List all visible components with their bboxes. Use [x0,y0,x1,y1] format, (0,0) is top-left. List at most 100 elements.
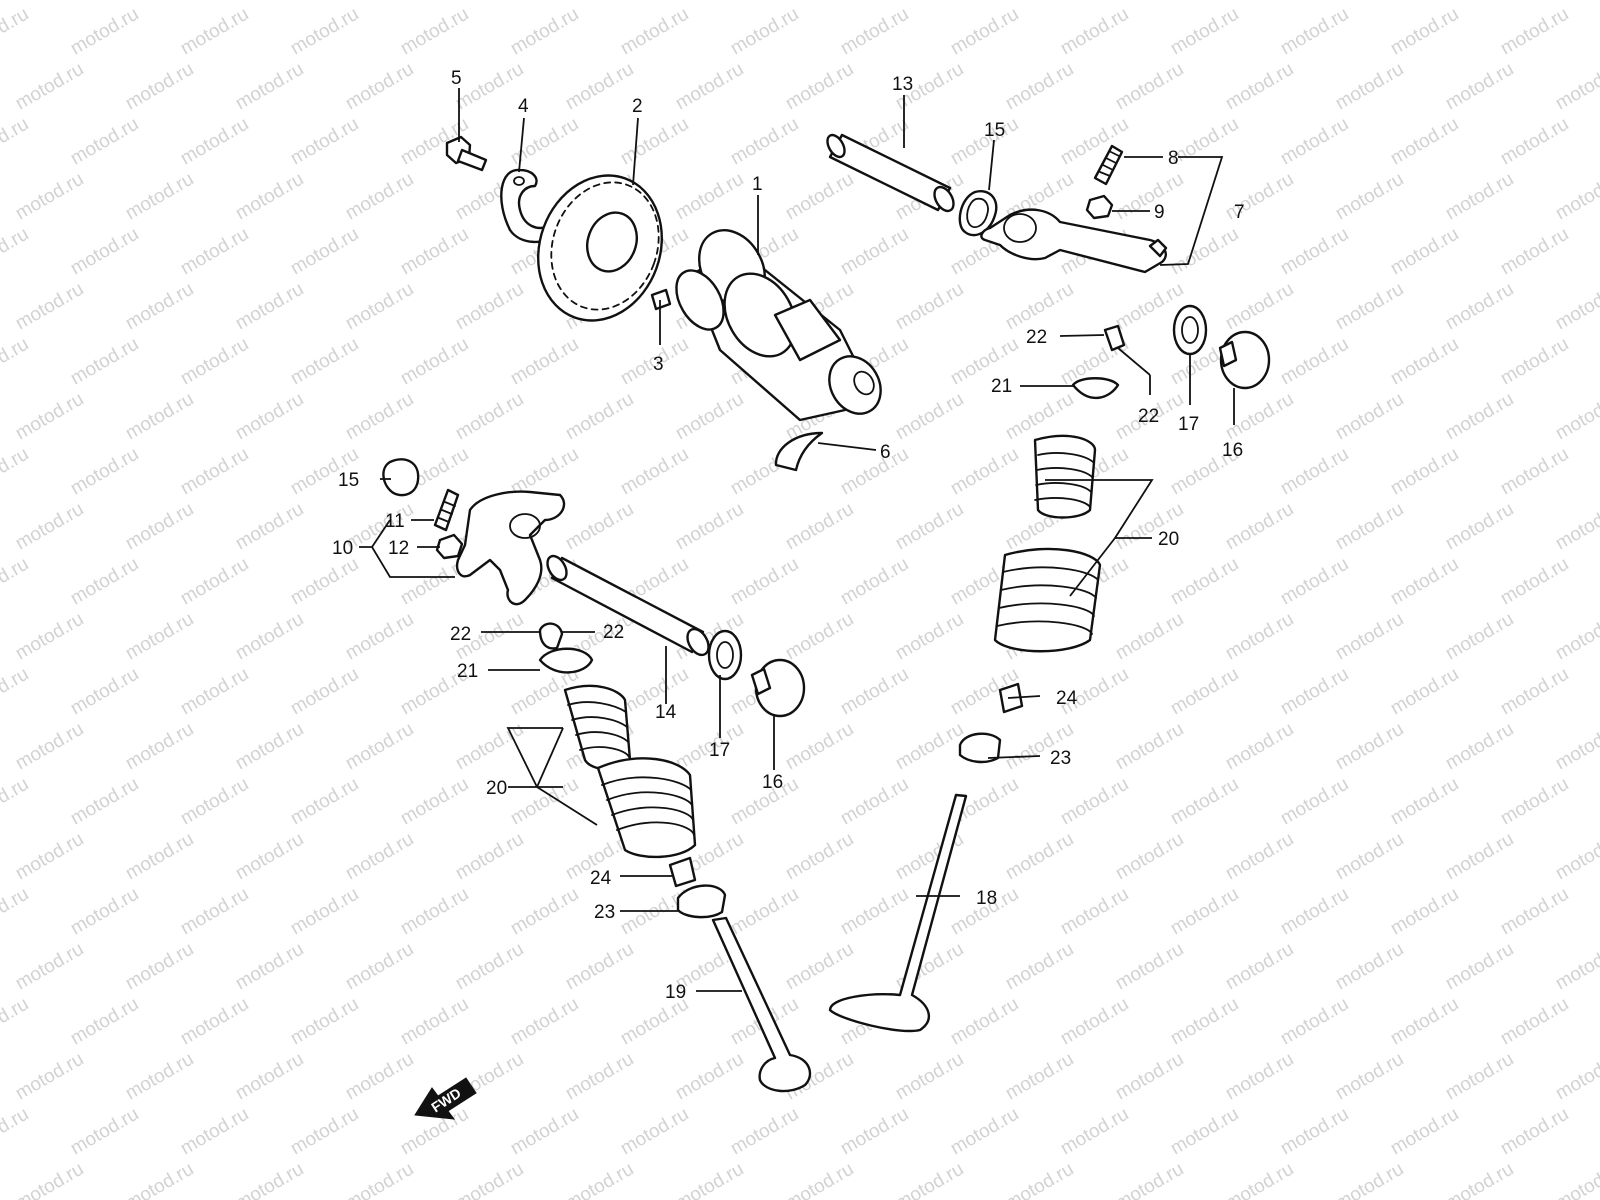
watermark-text: motod.ru [837,884,912,940]
watermark-text: motod.ru [1332,1049,1407,1105]
camshaft-part-1 [675,229,882,422]
watermark-text: motod.ru [232,389,307,445]
watermark-text: motod.ru [1442,59,1517,115]
watermark-text: motod.ru [1552,279,1600,335]
callout-22-c: 22 [450,624,471,645]
watermark-text: motod.ru [672,0,747,4]
watermark-text: motod.ru [1112,939,1187,995]
watermark-text: motod.ru [1222,0,1297,4]
watermark-text: motod.ru [562,1049,637,1105]
watermark-text: motod.ru [782,169,857,225]
watermark-text: motod.ru [287,1104,362,1160]
callout-24-left: 24 [590,868,612,889]
watermark-text: motod.ru [0,774,32,830]
watermark-text: motod.ru [1552,609,1600,665]
watermark-text: motod.ru [452,0,527,4]
watermark-text: motod.ru [1387,224,1462,280]
watermark-text: motod.ru [1497,224,1572,280]
valve-part-19 [711,916,812,1093]
watermark-text: motod.ru [1387,774,1462,830]
watermark-text: motod.ru [1112,169,1187,225]
watermark-text: motod.ru [1057,994,1132,1050]
watermark-text: motod.ru [67,334,142,390]
watermark-text: motod.ru [1277,114,1352,170]
watermark-text: motod.ru [947,994,1022,1050]
watermark-text: motod.ru [342,0,417,4]
watermark-text: motod.ru [1112,829,1187,885]
callout-23-right: 23 [1050,748,1071,769]
watermark-text: motod.ru [12,939,87,995]
watermark-text: motod.ru [177,444,252,500]
watermark-text: motod.ru [782,59,857,115]
watermark-text: motod.ru [1552,829,1600,885]
watermark-text: motod.ru [1497,1104,1572,1160]
watermark-text: motod.ru [1277,4,1352,60]
watermark-text: motod.ru [507,774,582,830]
watermark-text: motod.ru [177,884,252,940]
callout-21-upper: 21 [991,376,1012,397]
watermark-text: motod.ru [1057,4,1132,60]
watermark-text: motod.ru [67,114,142,170]
watermark-text: motod.ru [1442,279,1517,335]
callout-16-lower: 16 [762,772,783,793]
watermark-text: motod.ru [1222,1049,1297,1105]
watermark-text: motod.ru [122,389,197,445]
watermark-text: motod.ru [1442,609,1517,665]
watermark-text: motod.ru [287,774,362,830]
watermark-text: motod.ru [1167,4,1242,60]
callout-15-lower: 15 [338,470,359,491]
watermark-text: motod.ru [1002,0,1077,4]
adjust-screw-part-11 [433,488,460,532]
watermark-text: motod.ru [452,829,527,885]
watermark-text: motod.ru [1167,554,1242,610]
watermark-text: motod.ru [232,279,307,335]
watermark-text: motod.ru [122,279,197,335]
pin-part-3 [650,288,672,311]
watermark-text: motod.ru [617,444,692,500]
watermark-text: motod.ru [672,1159,747,1200]
callout-9: 9 [1154,202,1165,223]
watermark-text: motod.ru [0,444,32,500]
stem-seal-part-24-left [668,856,697,888]
watermark-text: motod.ru [0,884,32,940]
watermark-text: motod.ru [287,4,362,60]
watermark-text: motod.ru [287,554,362,610]
callout-3: 3 [653,354,664,375]
watermark-text: motod.ru [837,4,912,60]
watermark-text: motod.ru [1002,1159,1077,1200]
watermark-text: motod.ru [397,224,472,280]
watermark-text: motod.ru [837,664,912,720]
watermark-text: motod.ru [177,554,252,610]
watermark-text: motod.ru [1442,499,1517,555]
watermark-text: motod.ru [1332,59,1407,115]
watermark-text: motod.ru [1387,4,1462,60]
watermark-text: motod.ru [287,114,362,170]
nut-part-9 [1085,194,1114,220]
watermark-text: motod.ru [892,279,967,335]
watermark-text: motod.ru [1057,114,1132,170]
watermark-text: motod.ru [397,774,472,830]
watermark-text: motod.ru [232,59,307,115]
nut-part-12 [435,533,464,560]
washer-part-23-left [676,884,727,919]
watermark-text: motod.ru [1497,114,1572,170]
watermark-text: motod.ru [12,279,87,335]
watermark-text: motod.ru [507,114,582,170]
callout-1: 1 [752,174,763,195]
watermark-text: motod.ru [287,884,362,940]
watermark-text: motod.ru [1112,1159,1187,1200]
callout-23-left: 23 [594,902,615,923]
watermark-text: motod.ru [122,719,197,775]
watermark-text: motod.ru [892,0,967,4]
callout-22-b: 22 [1138,406,1159,427]
watermark-text: motod.ru [1387,884,1462,940]
rocker-arm-part-10 [456,490,566,606]
watermark-text: motod.ru [837,444,912,500]
watermark-text: motod.ru [782,829,857,885]
callout-15-upper: 15 [984,120,1005,141]
watermark-text: motod.ru [122,1159,197,1200]
watermark-text: motod.ru [0,664,32,720]
watermark-text: motod.ru [0,334,32,390]
watermark-text: motod.ru [1002,59,1077,115]
watermark-text: motod.ru [1167,1104,1242,1160]
